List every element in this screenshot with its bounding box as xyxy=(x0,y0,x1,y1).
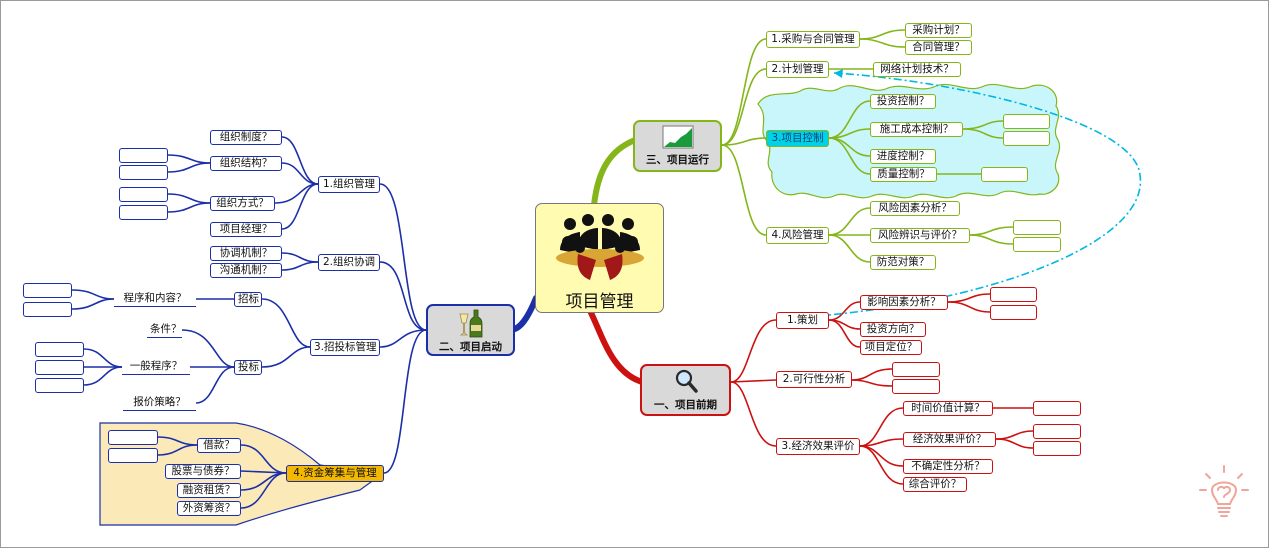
node-tendering[interactable]: 招标 xyxy=(234,292,262,307)
node-procedure-content[interactable]: 程序和内容？ xyxy=(114,292,196,307)
node-overall-evaluation[interactable]: 综合评价？ xyxy=(903,477,967,492)
node-feasibility[interactable]: 2.可行性分析 xyxy=(776,371,852,388)
node-general-procedure[interactable]: 一般程序？ xyxy=(122,360,190,375)
node-project-positioning[interactable]: 项目定位？ xyxy=(860,340,922,355)
growth-chart-icon xyxy=(662,125,693,149)
node-org-mode[interactable]: 组织方式？ xyxy=(210,196,275,211)
node-risk-factors[interactable]: 风险因素分析？ xyxy=(870,201,960,216)
node-project-control[interactable]: 3.项目控制 xyxy=(766,130,829,147)
node-quotation-strategy[interactable]: 报价策略？ xyxy=(123,396,196,411)
magnifier-icon xyxy=(675,369,698,393)
center-topic[interactable]: 项目管理 xyxy=(535,203,664,313)
node-network-planning[interactable]: 网络计划技术？ xyxy=(873,62,961,77)
business-meeting-icon xyxy=(555,214,644,280)
empty-node[interactable] xyxy=(892,379,940,394)
node-communication-mechanism[interactable]: 沟通机制？ xyxy=(210,263,282,278)
empty-node[interactable] xyxy=(1033,424,1081,439)
topic-project-startup[interactable]: 二、项目启动 xyxy=(426,304,515,356)
lightbulb-brain-icon xyxy=(1199,465,1249,517)
center-title: 项目管理 xyxy=(565,292,634,312)
topic-label: 一、项目前期 xyxy=(654,399,717,411)
node-risk-identification[interactable]: 风险辨识与评价？ xyxy=(870,228,970,243)
topic-label: 三、项目运行 xyxy=(646,154,709,166)
topic-project-preliminary[interactable]: 一、项目前期 xyxy=(640,364,731,416)
node-schedule-control[interactable]: 进度控制？ xyxy=(870,149,936,164)
empty-node[interactable] xyxy=(892,362,940,377)
node-procurement[interactable]: 1.采购与合同管理 xyxy=(766,31,860,48)
topic-project-operation[interactable]: 三、项目运行 xyxy=(633,120,722,172)
node-risk-management[interactable]: 4.风险管理 xyxy=(766,227,829,244)
node-bid[interactable]: 投标 xyxy=(234,360,262,375)
empty-node[interactable] xyxy=(23,302,72,317)
node-contract-management[interactable]: 合同管理？ xyxy=(905,40,972,55)
node-finance-lease[interactable]: 融资租赁？ xyxy=(177,483,241,498)
fund-group-box xyxy=(99,422,384,526)
empty-node[interactable] xyxy=(35,378,84,393)
empty-node[interactable] xyxy=(990,287,1037,302)
node-cost-control[interactable]: 施工成本控制？ xyxy=(870,122,963,137)
node-planning[interactable]: 1.策划 xyxy=(776,312,829,329)
empty-node[interactable] xyxy=(108,430,158,445)
node-organization-management[interactable]: 1.组织管理 xyxy=(318,176,380,193)
node-fund-raising[interactable]: 4.资金筹集与管理 xyxy=(286,465,384,482)
node-economic-evaluation[interactable]: 3.经济效果评价 xyxy=(776,438,860,455)
node-time-value[interactable]: 时间价值计算？ xyxy=(903,401,993,416)
empty-node[interactable] xyxy=(981,167,1028,182)
empty-node[interactable] xyxy=(23,283,72,298)
node-organization-coordination[interactable]: 2.组织协调 xyxy=(318,254,380,271)
node-impact-factors[interactable]: 影响因素分析？ xyxy=(860,295,948,310)
empty-node[interactable] xyxy=(35,360,84,375)
node-conditions[interactable]: 条件？ xyxy=(147,323,182,338)
node-stocks-bonds[interactable]: 股票与债券？ xyxy=(165,464,241,479)
champagne-bottle-icon xyxy=(459,309,482,338)
empty-node[interactable] xyxy=(1013,237,1061,252)
topic-label: 二、项目启动 xyxy=(439,341,502,353)
empty-node[interactable] xyxy=(1003,114,1050,129)
node-uncertainty[interactable]: 不确定性分析？ xyxy=(903,459,993,474)
node-procurement-plan[interactable]: 采购计划？ xyxy=(905,23,972,38)
empty-node[interactable] xyxy=(119,187,168,202)
node-foreign-funding[interactable]: 外资筹资？ xyxy=(177,501,241,516)
empty-node[interactable] xyxy=(119,148,168,163)
empty-node[interactable] xyxy=(35,342,84,357)
node-project-manager[interactable]: 项目经理？ xyxy=(210,222,282,237)
node-org-system[interactable]: 组织制度？ xyxy=(210,130,282,145)
node-investment-direction[interactable]: 投资方向？ xyxy=(860,322,926,337)
empty-node[interactable] xyxy=(1003,131,1050,146)
node-investment-control[interactable]: 投资控制？ xyxy=(870,94,936,109)
empty-node[interactable] xyxy=(990,305,1037,320)
empty-node[interactable] xyxy=(119,205,168,220)
node-bidding-management[interactable]: 3.招投标管理 xyxy=(310,339,380,356)
empty-node[interactable] xyxy=(108,448,158,463)
node-org-structure[interactable]: 组织结构？ xyxy=(210,156,282,171)
node-coordination-mechanism[interactable]: 协调机制？ xyxy=(210,246,282,261)
empty-node[interactable] xyxy=(119,165,168,180)
node-quality-control[interactable]: 质量控制？ xyxy=(870,167,937,182)
empty-node[interactable] xyxy=(1013,220,1061,235)
empty-node[interactable] xyxy=(1033,401,1081,416)
node-economic-effect[interactable]: 经济效果评价？ xyxy=(903,432,996,447)
empty-node[interactable] xyxy=(1033,441,1081,456)
node-plan-management[interactable]: 2.计划管理 xyxy=(766,61,829,78)
node-countermeasures[interactable]: 防范对策？ xyxy=(870,255,936,270)
node-loan[interactable]: 借款？ xyxy=(197,438,241,453)
